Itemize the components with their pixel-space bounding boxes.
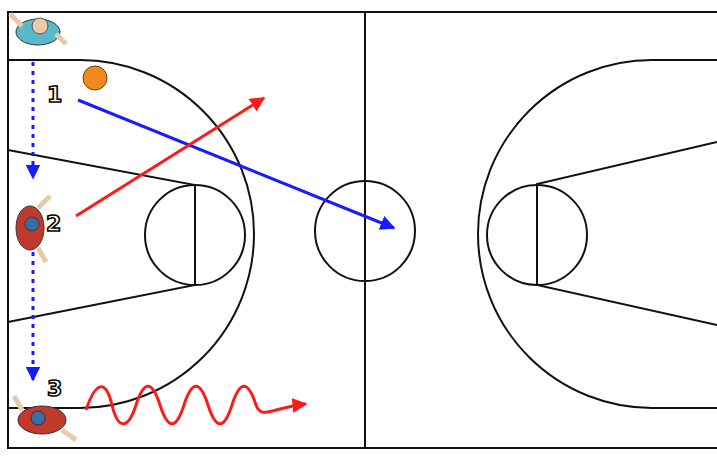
left-three-point-arc — [8, 60, 254, 408]
center-circle — [315, 181, 415, 281]
cut-path — [32, 62, 35, 178]
cut-arrow — [76, 98, 264, 216]
dribble-arrow — [86, 386, 306, 424]
callout-number: 1 — [46, 84, 63, 106]
right-key — [537, 142, 717, 325]
player-figure — [16, 196, 50, 262]
midcourt-line — [364, 12, 366, 448]
player-figure — [14, 396, 76, 440]
player-figure — [10, 14, 66, 45]
right-three-point-arc — [478, 60, 717, 408]
basketball — [83, 66, 107, 90]
pass-arrow — [78, 100, 394, 228]
callout-number: 3 — [46, 378, 63, 400]
callout-number: 2 — [45, 213, 62, 235]
left-key — [8, 150, 195, 322]
court-boundary — [8, 12, 717, 448]
left-free-throw-circle — [145, 185, 245, 285]
right-free-throw-circle — [487, 185, 587, 285]
cut-path — [32, 252, 35, 380]
court-lines — [8, 12, 717, 448]
